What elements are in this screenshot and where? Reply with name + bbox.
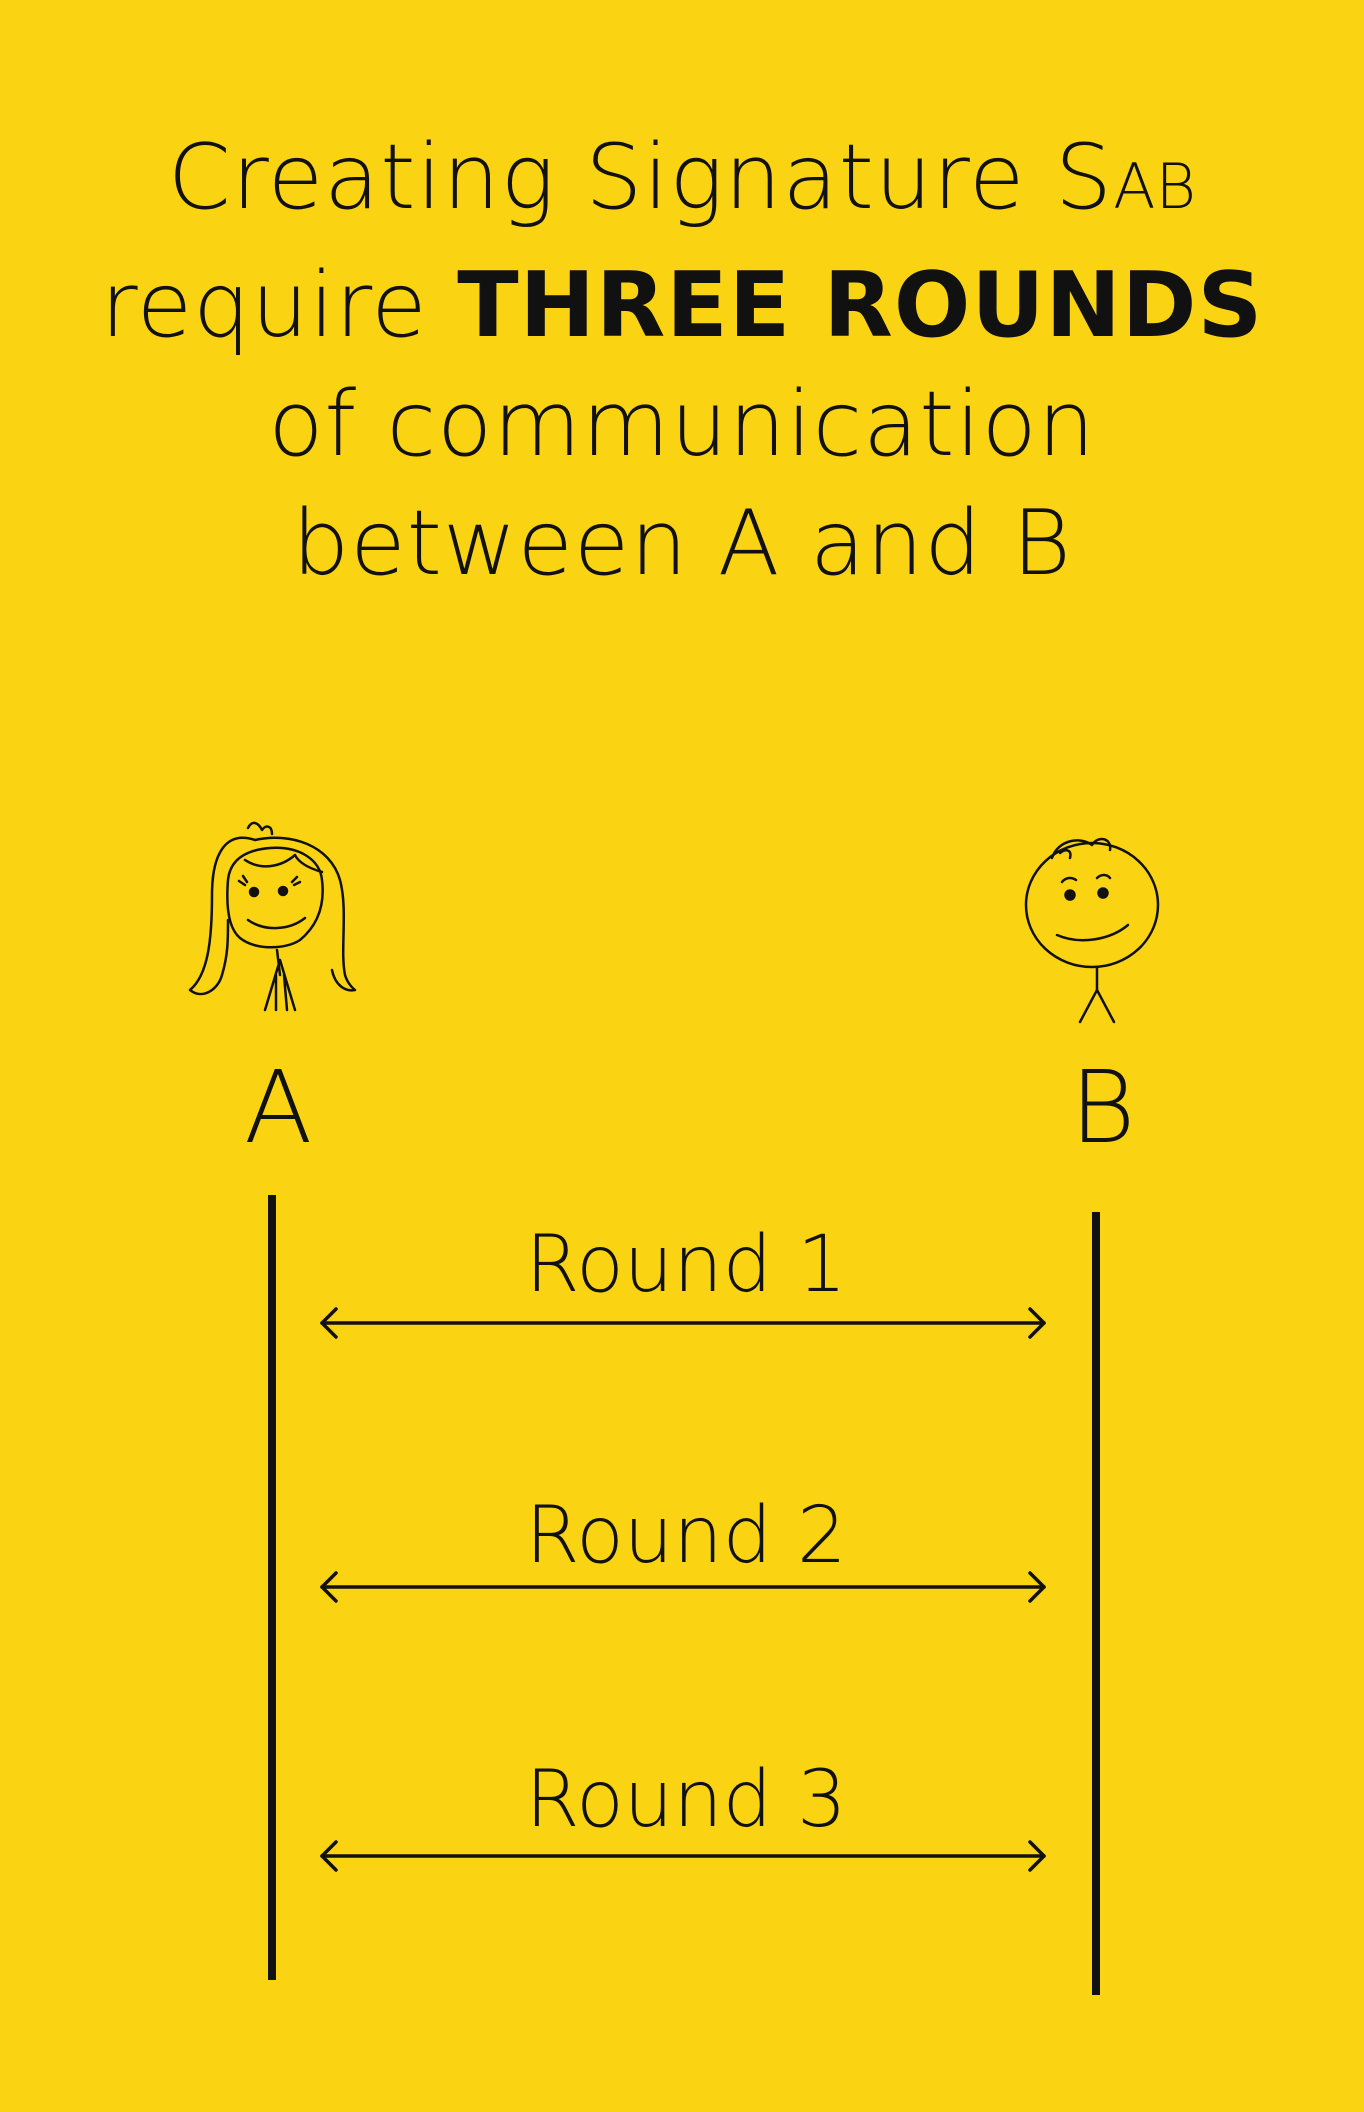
round-1-arrow — [320, 1307, 1046, 1339]
title-line-3: of communication — [268, 372, 1096, 477]
round-2-arrow — [320, 1571, 1046, 1603]
party-a-label: A — [244, 1049, 313, 1166]
girl-stick-figure-icon — [188, 821, 357, 1012]
title-signature-subscript: AB — [1113, 150, 1197, 223]
boy-stick-figure-icon — [1024, 837, 1160, 1024]
title-line-2: require THREE ROUNDS — [0, 246, 1364, 365]
title-signature-text: Creating Signature S — [167, 125, 1114, 230]
round-2-label: Round 2 — [525, 1491, 847, 1581]
title-require-text: require — [100, 253, 458, 358]
title-line-1: Creating Signature SAB — [0, 118, 1364, 246]
title-three-rounds-emphasis: THREE ROUNDS — [457, 253, 1264, 358]
round-1-label: Round 1 — [525, 1220, 847, 1310]
round-3-arrow — [320, 1840, 1046, 1872]
round-3-label: Round 3 — [525, 1755, 847, 1845]
diagram-title: Creating Signature SAB require THREE ROU… — [0, 118, 1364, 603]
title-line-4: between A and B — [292, 491, 1072, 596]
party-b-label: B — [1070, 1049, 1136, 1166]
